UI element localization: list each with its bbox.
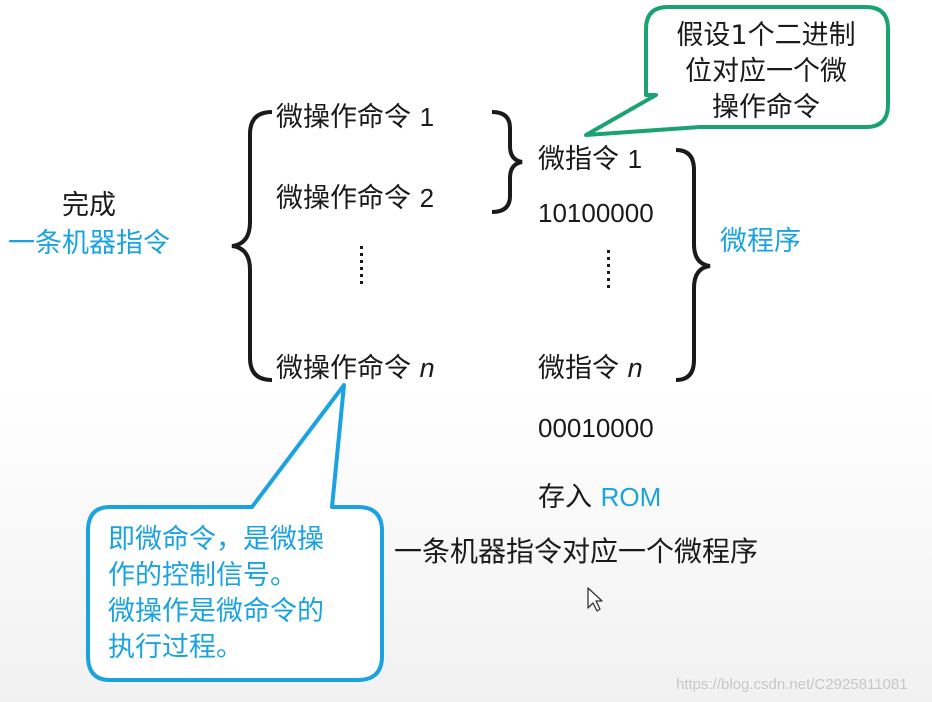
mouse-cursor-icon	[587, 587, 603, 612]
blue-callout-shape	[86, 383, 384, 682]
micro-op-n-var: n	[419, 353, 435, 383]
micro-op-n: 微操作命令 n	[276, 353, 435, 384]
left-brace	[231, 110, 273, 382]
micro-program-label: 微程序	[720, 226, 801, 257]
green-callout-line-3: 操作命令	[712, 92, 820, 123]
blue-callout-line-4: 执行过程。	[108, 632, 243, 663]
micro-instr-1: 微指令 1	[538, 146, 642, 173]
micro-instr-n: 微指令 n	[538, 353, 643, 384]
micro-op-1-number: 1	[419, 102, 435, 132]
micro-op-2: 微操作命令 2	[276, 185, 434, 212]
micro-op-1: 微操作命令 1	[276, 104, 434, 131]
micro-op-2-label: 微操作命令	[276, 183, 411, 214]
green-callout-line-2: 位对应一个微	[685, 56, 847, 87]
small-right-brace	[491, 110, 523, 214]
blue-callout-text: 即微命令，是微操 作的控制信号。 微操作是微命令的 执行过程。	[108, 522, 324, 666]
micro-instr-1-code: 10100000	[538, 198, 654, 228]
left-label-machine-instruction: 一条机器指令	[8, 228, 170, 259]
micro-instr-n-code: 00010000	[538, 413, 654, 443]
micro-op-n-label: 微操作命令	[276, 353, 411, 384]
watermark: https://blog.csdn.net/C2925811081	[676, 676, 908, 693]
green-callout-shape	[584, 5, 890, 137]
conclusion-text: 一条机器指令对应一个微程序	[394, 535, 759, 568]
micro-instr-n-var: n	[627, 353, 643, 383]
green-callout-line-1: 假设1个二进制	[676, 20, 856, 51]
ops-ellipsis	[360, 246, 363, 284]
store-rom: 存入 ROM	[538, 484, 661, 511]
micro-op-2-number: 2	[419, 183, 435, 213]
blue-callout-line-3: 微操作是微命令的	[108, 596, 324, 627]
micro-program-brace	[675, 148, 711, 382]
left-label-complete: 完成	[62, 190, 116, 221]
green-callout-text: 假设1个二进制 位对应一个微 操作命令	[666, 18, 866, 126]
store-rom-label: ROM	[600, 482, 662, 512]
micro-instr-1-label: 微指令	[538, 144, 619, 175]
micro-instr-n-label: 微指令	[538, 353, 619, 384]
micro-op-1-label: 微操作命令	[276, 102, 411, 133]
micro-instr-1-number: 1	[627, 144, 643, 174]
blue-callout-line-1: 即微命令，是微操	[108, 524, 324, 555]
instr-ellipsis	[607, 250, 610, 288]
blue-callout-line-2: 作的控制信号。	[108, 560, 297, 591]
store-prefix: 存入	[538, 482, 592, 513]
